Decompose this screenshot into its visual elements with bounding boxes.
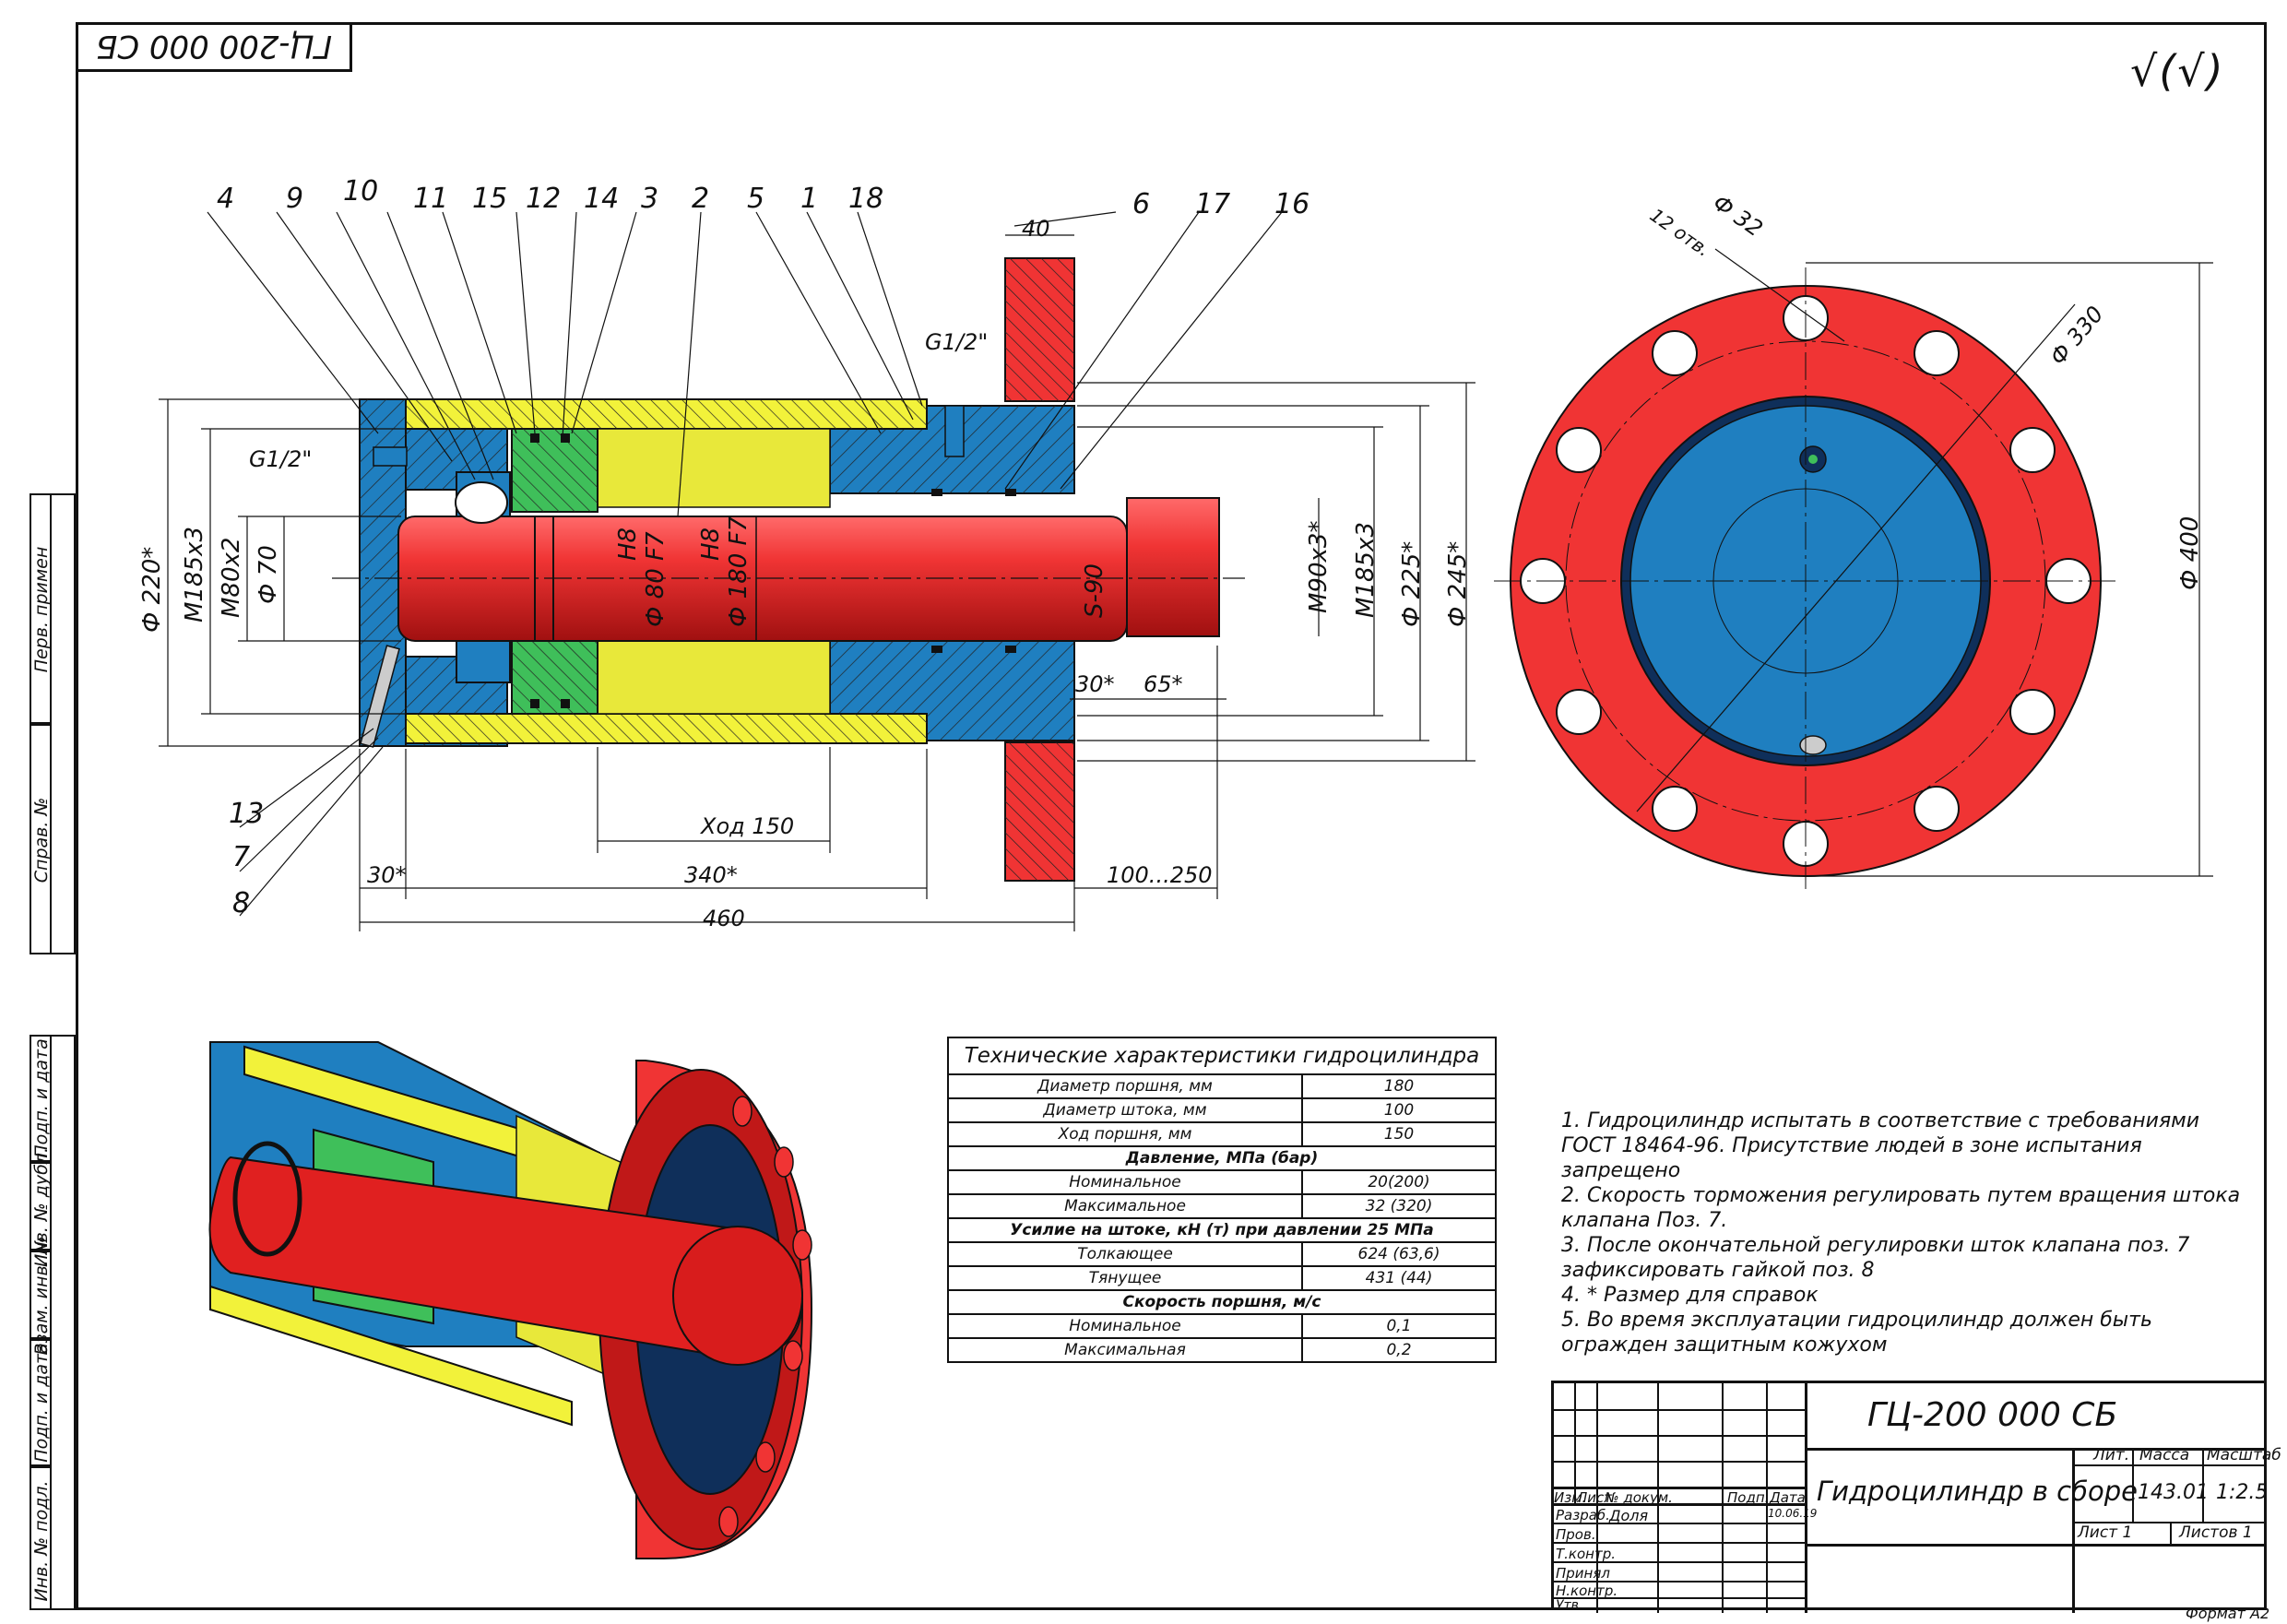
balloon-1: 1 xyxy=(800,183,819,215)
balloon-4: 4 xyxy=(217,183,235,215)
hdr-list: Лист xyxy=(1577,1489,1613,1506)
top-stamp: ГЦ-200 000 СБ xyxy=(76,22,352,72)
end-view xyxy=(1494,248,2213,895)
dim-g-left: G1/2" xyxy=(249,446,313,472)
role-razrab: Разраб. xyxy=(1556,1507,1610,1523)
balloon-9: 9 xyxy=(286,183,304,215)
dim-h8-2: Н8 xyxy=(697,527,725,561)
sheet-count: Листов 1 xyxy=(2179,1523,2253,1542)
dim-stroke: Ход 150 xyxy=(701,813,795,839)
dim-flange-40: 40 xyxy=(1022,216,1050,242)
table-group-row: Скорость поршня, м/с xyxy=(947,1289,1497,1315)
dim-d80f7: Ф 80 F7 xyxy=(642,531,670,628)
dim-d220: Ф 220* xyxy=(138,546,166,633)
dim-340: 340* xyxy=(684,862,738,888)
table-group-row: Давление, МПа (бар) xyxy=(947,1145,1497,1171)
balloon-13: 13 xyxy=(229,798,265,830)
specs-table: Технические характеристики гидроцилиндра… xyxy=(947,1037,1497,1363)
balloon-8: 8 xyxy=(232,887,251,919)
mass-value: 143.01 xyxy=(2138,1481,2209,1504)
balloon-7: 7 xyxy=(232,841,251,873)
dim-m185-left: М185х3 xyxy=(181,527,208,622)
balloon-10: 10 xyxy=(343,175,379,207)
title-name: Гидроцилиндр в сборе xyxy=(1817,1476,2138,1507)
scale-value: 1:2.5 xyxy=(2216,1481,2269,1504)
balloon-17: 17 xyxy=(1195,188,1231,220)
developer-name: Доля xyxy=(1609,1507,1649,1524)
dim-d400: Ф 400 xyxy=(2176,516,2204,590)
specs-title: Технические характеристики гидроцилиндра xyxy=(947,1037,1497,1075)
section-dimensions xyxy=(159,234,1475,931)
balloon-6: 6 xyxy=(1132,188,1151,220)
dim-30-right: 30* xyxy=(1075,671,1115,697)
hdr-izm: Изм. xyxy=(1554,1489,1587,1506)
hdr-scale: Масштаб xyxy=(2207,1446,2281,1464)
dim-d225: Ф 225* xyxy=(1398,540,1426,627)
technical-notes: 1. Гидроцилиндр испытать в соответствие … xyxy=(1561,1108,2244,1357)
balloon-11: 11 xyxy=(413,183,449,215)
balloon-14: 14 xyxy=(584,183,620,215)
dim-d245: Ф 245* xyxy=(1444,540,1472,627)
role-prinyal: Принял xyxy=(1556,1565,1610,1582)
hdr-podp: Подп. xyxy=(1727,1489,1770,1506)
dim-h8-1: Н8 xyxy=(614,527,642,561)
dim-m185-right: М185х3 xyxy=(1352,522,1380,618)
hdr-mass: Масса xyxy=(2139,1446,2190,1464)
note-3: 3. После окончательной регулировки шток … xyxy=(1561,1234,2190,1282)
leader-lines xyxy=(207,211,1283,917)
role-tkontr: Т.контр. xyxy=(1556,1546,1617,1562)
dim-100-250: 100...250 xyxy=(1107,862,1213,888)
dim-65: 65* xyxy=(1144,671,1183,697)
role-utv: Утв. xyxy=(1556,1598,1583,1613)
dim-460: 460 xyxy=(703,906,745,931)
sheet-number: Лист 1 xyxy=(2078,1523,2133,1542)
title-designation: ГЦ-200 000 СБ xyxy=(1867,1396,2118,1434)
balloon-18: 18 xyxy=(848,183,884,215)
dim-d180f7: Ф 180 F7 xyxy=(725,516,752,627)
note-2: 2. Скорость торможения регулировать путе… xyxy=(1561,1184,2241,1232)
role-nkontr: Н.контр. xyxy=(1556,1583,1618,1599)
note-4: 4. * Размер для справок xyxy=(1561,1284,1819,1307)
balloon-15: 15 xyxy=(472,183,508,215)
dim-s90: S-90 xyxy=(1081,563,1108,618)
sheet-frame xyxy=(76,22,2267,1610)
roughness-symbol: √(√) xyxy=(2130,46,2225,96)
balloon-3: 3 xyxy=(641,183,659,215)
dim-30-left: 30* xyxy=(367,862,407,888)
hdr-date: Дата xyxy=(1770,1489,1806,1506)
table-group-row: Усилие на штоке, кН (т) при давлении 25 … xyxy=(947,1217,1497,1243)
dim-m80: М80х2 xyxy=(218,537,245,618)
developer-date: 10.06.19 xyxy=(1768,1507,1818,1520)
dim-m90: М90х3* xyxy=(1305,520,1333,613)
balloon-2: 2 xyxy=(692,183,710,215)
dim-d70: Ф 70 xyxy=(255,545,282,604)
hdr-doc: № докум. xyxy=(1605,1489,1673,1506)
section-view xyxy=(332,257,1245,882)
balloon-16: 16 xyxy=(1274,188,1310,220)
dim-g-upper: G1/2" xyxy=(925,329,989,355)
balloon-12: 12 xyxy=(526,183,562,215)
role-prov: Пров. xyxy=(1556,1526,1596,1543)
format-label: Формат А2 xyxy=(2186,1605,2270,1622)
balloon-5: 5 xyxy=(747,183,765,215)
isometric-cutaway xyxy=(208,1041,813,1559)
note-5: 5. Во время эксплуатации гидроцилиндр до… xyxy=(1561,1309,2152,1357)
note-1: 1. Гидроцилиндр испытать в соответствие … xyxy=(1561,1109,2200,1182)
title-block: Изм. Лист № докум. Подп. Дата Разраб. Пр… xyxy=(1551,1381,2281,1613)
hdr-lit: Лит. xyxy=(2093,1446,2130,1464)
